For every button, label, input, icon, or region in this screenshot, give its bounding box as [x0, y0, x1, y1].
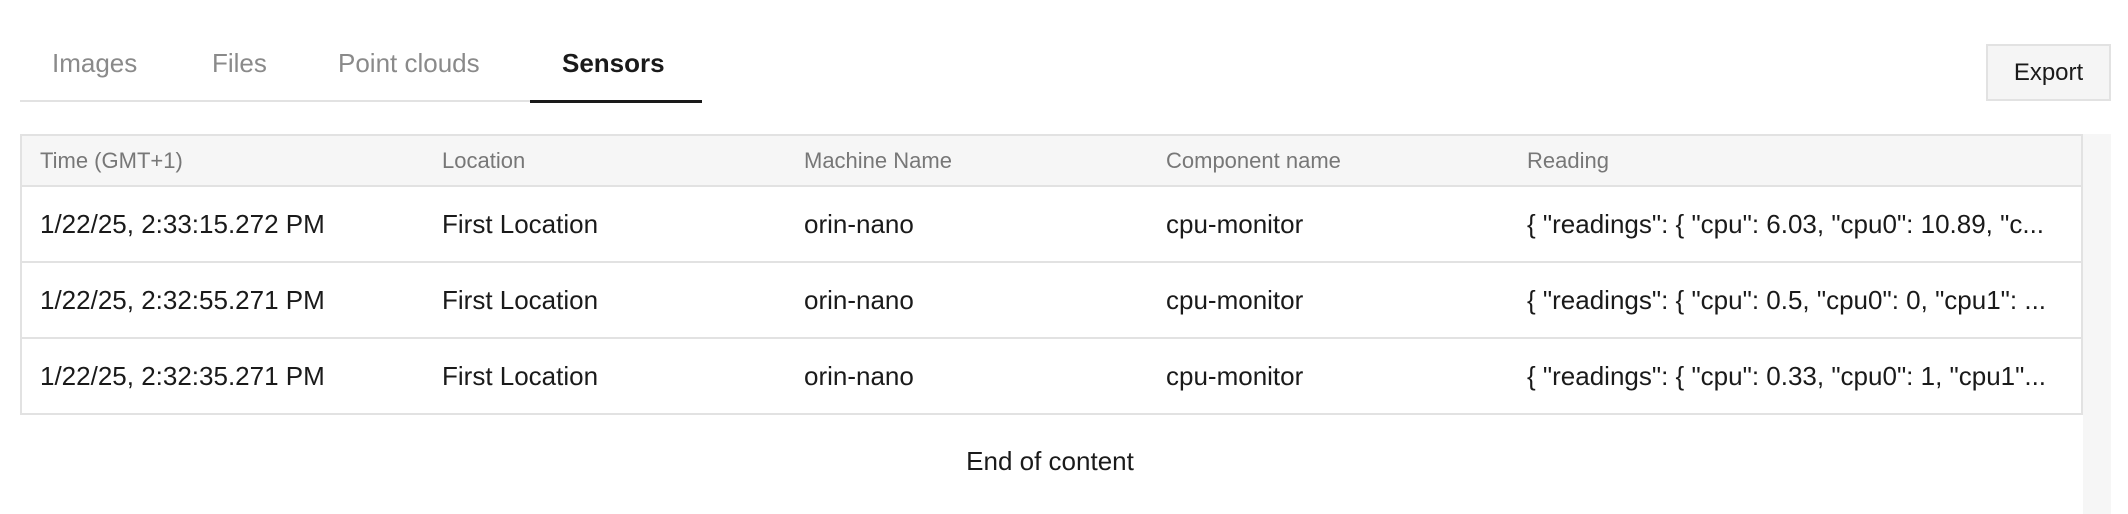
active-tab-indicator [530, 100, 702, 103]
cell-component-name: cpu-monitor [1166, 208, 1304, 239]
vertical-scrollbar[interactable] [2083, 134, 2111, 514]
cell-reading: { "readings": { "cpu": 0.5, "cpu0": 0, "… [1527, 285, 2047, 315]
column-header-location[interactable]: Location [442, 147, 526, 173]
column-header-component-name[interactable]: Component name [1166, 147, 1341, 173]
column-header-reading[interactable]: Reading [1527, 148, 1609, 173]
table-header: Time (GMT+1) Location Machine Name Compo… [22, 136, 2081, 187]
cell-location: First Location [442, 208, 599, 239]
cell-component-name: cpu-monitor [1166, 284, 1304, 315]
export-button[interactable]: Export [1986, 44, 2111, 101]
cell-machine-name: orin-nano [804, 284, 914, 315]
tab-bar: Images Files Point clouds Sensors [20, 30, 702, 103]
table-row[interactable]: 1/22/25, 2:32:35.271 PM First Location o… [22, 339, 2081, 413]
column-header-time[interactable]: Time (GMT+1) [40, 147, 183, 173]
cell-reading: { "readings": { "cpu": 0.33, "cpu0": 1, … [1527, 361, 2047, 391]
sensor-data-table: Time (GMT+1) Location Machine Name Compo… [20, 134, 2083, 415]
tab-files[interactable]: Files [212, 48, 267, 78]
cell-time: 1/22/25, 2:32:35.271 PM [40, 360, 325, 391]
cell-machine-name: orin-nano [804, 360, 914, 391]
cell-component-name: cpu-monitor [1166, 360, 1304, 391]
tab-images[interactable]: Images [52, 48, 138, 78]
cell-location: First Location [442, 284, 599, 315]
table-row[interactable]: 1/22/25, 2:33:15.272 PM First Location o… [22, 187, 2081, 263]
table-row[interactable]: 1/22/25, 2:32:55.271 PM First Location o… [22, 263, 2081, 339]
cell-time: 1/22/25, 2:32:55.271 PM [40, 284, 325, 315]
tab-sensors[interactable]: Sensors [562, 48, 665, 78]
cell-location: First Location [442, 360, 599, 391]
cell-reading: { "readings": { "cpu": 6.03, "cpu0": 10.… [1527, 209, 2045, 239]
cell-time: 1/22/25, 2:33:15.272 PM [40, 208, 325, 239]
end-of-content-label: End of content [966, 446, 1134, 476]
cell-machine-name: orin-nano [804, 208, 914, 239]
tab-point-clouds[interactable]: Point clouds [338, 48, 480, 78]
column-header-machine-name[interactable]: Machine Name [804, 147, 952, 173]
